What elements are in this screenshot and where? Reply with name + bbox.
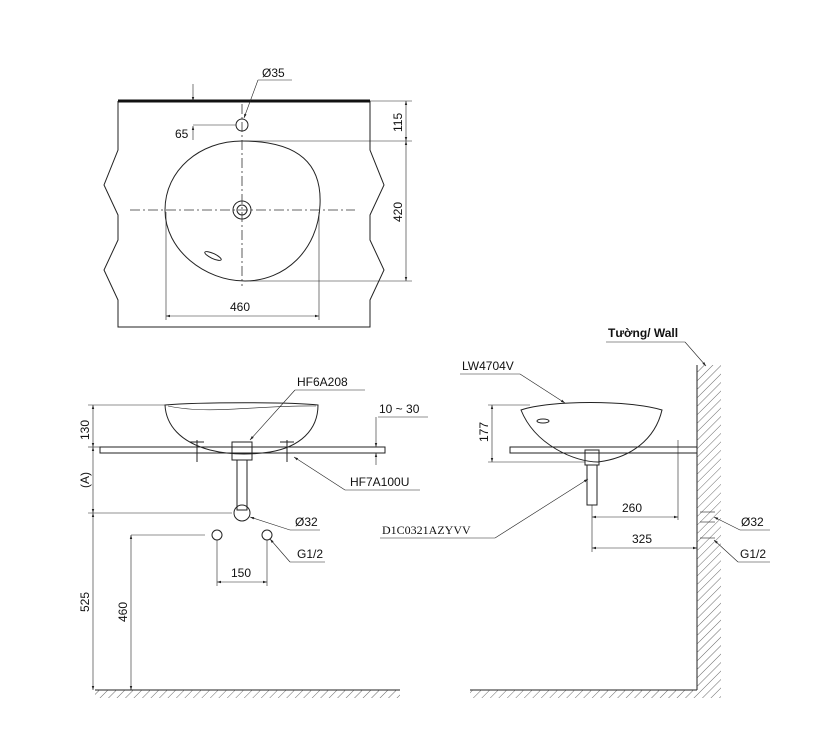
countertop	[99, 446, 386, 454]
popup-waste-label: HF6A208	[297, 375, 348, 389]
supply-spacing-label: 150	[231, 566, 251, 580]
drain-to-wall-b-label: 325	[632, 532, 652, 546]
supply-thread-label: G1/2	[297, 547, 323, 561]
supply-right	[261, 529, 273, 541]
wall-label: Tường/ Wall	[608, 326, 678, 340]
fixing-bolts	[190, 440, 294, 462]
drain-outlet	[233, 504, 251, 522]
drain-to-wall-a-label: 260	[622, 501, 642, 515]
basin-width-label: 460	[230, 300, 250, 314]
trap-model-label: D1C0321AZYVV	[382, 523, 471, 537]
front-view: 130 (A) 525 460 150 HF6A208 10 ~ 30 HF7A…	[78, 375, 428, 698]
supply-left	[211, 529, 223, 541]
popup-waste	[584, 449, 600, 466]
side-drain-dia-label: Ø32	[741, 515, 764, 529]
overflow-slot	[204, 251, 222, 261]
basin-depth-label: 420	[391, 202, 405, 222]
edge-to-hole-label: 115	[391, 113, 405, 132]
counter-thickness-label: 10 ~ 30	[379, 402, 420, 416]
side-basin-height-label: 177	[477, 422, 491, 442]
basin-rim	[164, 140, 321, 282]
countertop-outline	[103, 101, 385, 328]
supply-height-label: 460	[116, 602, 130, 622]
trap-pipe	[586, 464, 598, 506]
hole-offset-label: 65	[175, 127, 189, 141]
top-view: Ø35 65 460 115 420	[103, 66, 412, 328]
trap-height-label: (A)	[78, 472, 92, 488]
drain-pipe	[236, 459, 248, 511]
basin-model-label: LW4704V	[462, 359, 514, 373]
popup-waste	[231, 441, 253, 461]
tap-hole-dia-label: Ø35	[262, 66, 285, 80]
wall-hatch	[697, 365, 721, 698]
side-view: 177 260 325 LW4704V Tường/ Wall D1C0321A…	[380, 326, 770, 698]
floor-hatch	[470, 690, 697, 698]
drain-height-label: 525	[78, 592, 92, 612]
fixing-kit-label: HF7A100U	[350, 475, 409, 489]
basin-profile	[520, 402, 663, 463]
floor-hatch	[95, 690, 400, 698]
drain-dia-label: Ø32	[295, 515, 318, 529]
basin-height-label: 130	[78, 420, 92, 440]
side-supply-thread-label: G1/2	[740, 547, 766, 561]
basin-profile	[164, 402, 319, 455]
countertop	[509, 446, 698, 454]
